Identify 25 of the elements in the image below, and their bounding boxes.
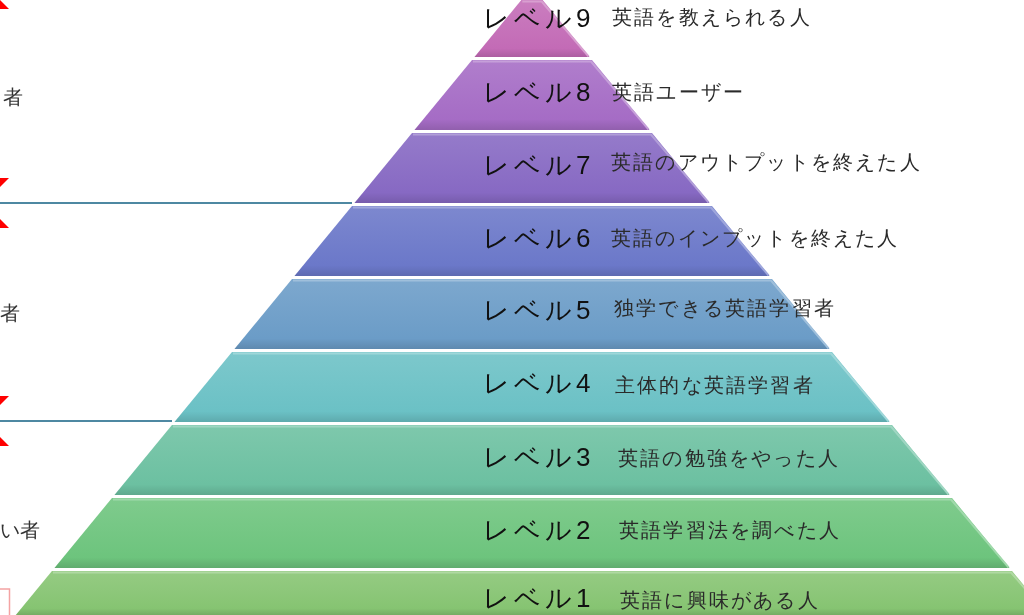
level-description: 独学できる英語学習者 [614, 298, 836, 318]
pyramid-level-band [114, 425, 950, 495]
pyramid-level-band [474, 0, 590, 57]
level-label: レベル7 [483, 152, 595, 178]
side-note: い者 [0, 520, 40, 540]
level-description: 英語を教えられる人 [612, 7, 812, 27]
pyramid-level-band [294, 206, 770, 276]
level-label: レベル6 [483, 225, 595, 251]
pyramid-level-band [54, 498, 1010, 568]
level-label: レベル3 [483, 444, 595, 470]
level-label: レベル8 [483, 79, 595, 105]
side-note: 者 [0, 303, 20, 323]
side-note: 者 [3, 87, 23, 107]
level-label: レベル2 [483, 517, 595, 543]
level-description: 英語の勉強をやった人 [618, 448, 840, 468]
level-description: 英語に興味がある人 [620, 590, 820, 610]
level-label: レベル1 [483, 585, 595, 611]
pyramid-level-band [15, 571, 1024, 615]
pyramid-level-band [174, 352, 890, 422]
level-label: レベル4 [483, 370, 595, 396]
level-description: 英語のアウトプットを終えた人 [611, 152, 922, 172]
level-description: 英語学習法を調べた人 [619, 520, 841, 540]
level-label: レベル9 [483, 5, 595, 31]
level-description: 主体的な英語学習者 [615, 375, 815, 395]
level-label: レベル5 [483, 297, 595, 323]
